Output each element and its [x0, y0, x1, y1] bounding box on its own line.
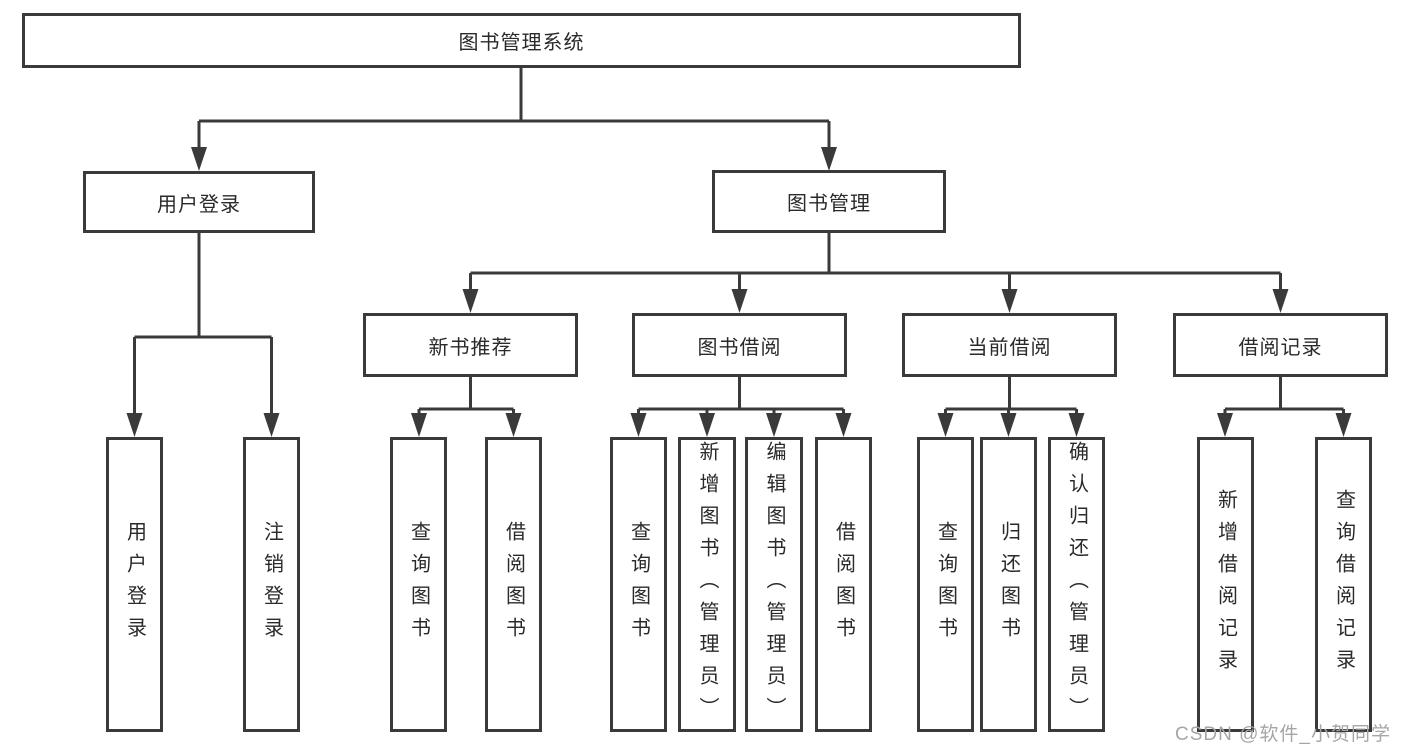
arrow-icon [126, 413, 143, 437]
node-user-login: 用户登录 [83, 171, 315, 233]
arrow-icon [1217, 413, 1233, 437]
leaf-user-login-label: 用户登录 [123, 520, 146, 649]
leaf-br-add-record: 新增借阅记录 [1197, 437, 1254, 732]
node-root: 图书管理系统 [22, 13, 1021, 68]
arrow-icon [835, 413, 852, 437]
leaf-cb-confirm-return-admin-label: 确认归还（管理员） [1065, 440, 1088, 729]
arrow-icon [1000, 413, 1017, 437]
leaf-nbr-borrow-book: 借阅图书 [485, 437, 542, 732]
leaf-bb-borrow-book-label: 借阅图书 [832, 520, 855, 649]
arrow-icon [731, 289, 748, 313]
node-current-borrow-label: 当前借阅 [967, 336, 1052, 359]
leaf-bb-query-book-label: 查询图书 [627, 520, 650, 649]
arrow-icon [1272, 289, 1289, 313]
csdn-watermark: CSDN @软件_小贺同学 [1175, 724, 1391, 745]
leaf-cb-return-book: 归还图书 [980, 437, 1037, 732]
leaf-bb-edit-book-admin-label: 编辑图书（管理员） [763, 440, 785, 729]
leaf-br-query-record-label: 查询借阅记录 [1332, 488, 1355, 681]
leaf-br-add-record-label: 新增借阅记录 [1214, 488, 1237, 681]
arrow-icon [263, 413, 280, 437]
leaf-br-query-record: 查询借阅记录 [1315, 437, 1372, 732]
leaf-logout: 注销登录 [243, 437, 300, 732]
arrow-icon [1068, 413, 1085, 437]
leaf-bb-query-book: 查询图书 [610, 437, 667, 732]
arrow-icon [462, 289, 479, 313]
arrow-icon [766, 413, 782, 437]
leaf-cb-query-book: 查询图书 [917, 437, 974, 732]
leaf-cb-return-book-label: 归还图书 [997, 520, 1020, 649]
arrow-icon [505, 413, 522, 437]
arrow-icon [1001, 289, 1018, 313]
leaf-cb-confirm-return-admin: 确认归还（管理员） [1048, 437, 1105, 732]
leaf-nbr-query-book-label: 查询图书 [407, 520, 430, 649]
leaf-user-login: 用户登录 [106, 437, 163, 732]
arrow-icon [937, 413, 954, 437]
node-book-borrow-label: 图书借阅 [697, 336, 782, 359]
node-root-label: 图书管理系统 [458, 32, 585, 54]
arrow-icon [1335, 413, 1352, 437]
arrow-icon [821, 147, 837, 171]
arrow-icon [699, 413, 715, 437]
node-borrow-record-label: 借阅记录 [1238, 336, 1323, 359]
leaf-nbr-query-book: 查询图书 [390, 437, 447, 732]
leaf-cb-query-book-label: 查询图书 [934, 520, 957, 649]
arrow-icon [191, 147, 207, 171]
leaf-bb-edit-book-admin: 编辑图书（管理员） [745, 437, 803, 732]
arrow-icon [411, 413, 427, 437]
node-new-book-recommend: 新书推荐 [363, 313, 578, 377]
node-new-book-recommend-label: 新书推荐 [428, 336, 513, 359]
arrow-icon [630, 413, 647, 437]
node-current-borrow: 当前借阅 [902, 313, 1117, 377]
leaf-nbr-borrow-book-label: 借阅图书 [502, 520, 525, 649]
leaf-bb-borrow-book: 借阅图书 [815, 437, 872, 732]
node-book-borrow: 图书借阅 [632, 313, 847, 377]
leaf-bb-add-book-admin: 新增图书（管理员） [678, 437, 736, 732]
node-user-login-label: 用户登录 [157, 193, 241, 216]
node-book-management: 图书管理 [712, 170, 946, 233]
node-borrow-record: 借阅记录 [1173, 313, 1388, 377]
leaf-logout-label: 注销登录 [260, 520, 283, 649]
leaf-bb-add-book-admin-label: 新增图书（管理员） [696, 440, 718, 729]
node-book-management-label: 图书管理 [787, 193, 871, 215]
